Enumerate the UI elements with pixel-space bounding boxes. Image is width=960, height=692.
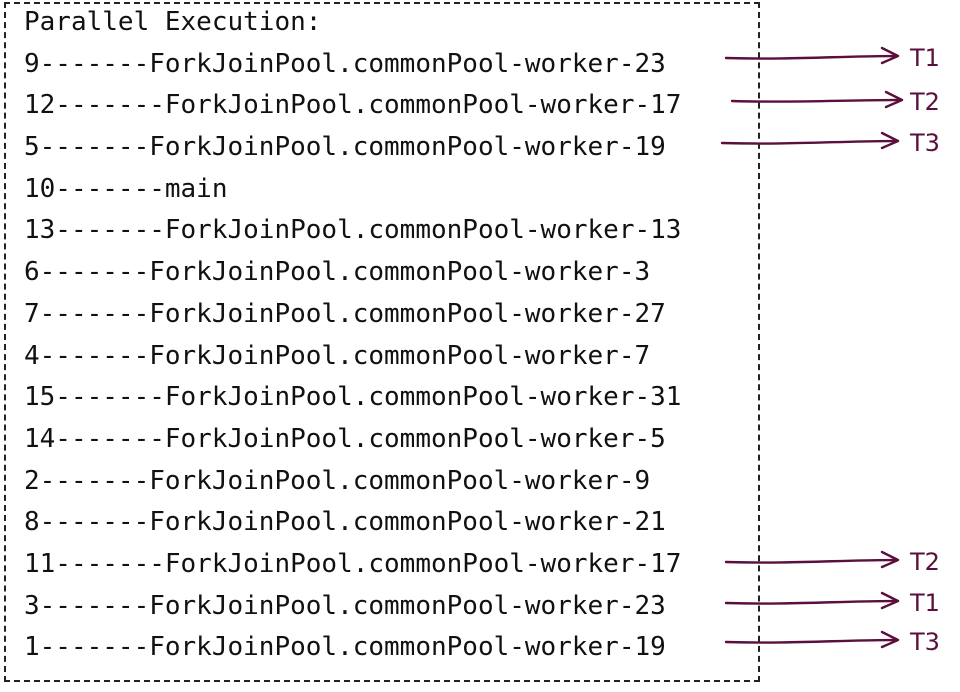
console-line: 7-------ForkJoinPool.commonPool-worker-2… [24,298,666,329]
thread-label: T1 [909,589,940,617]
console-line: 10-------main [24,173,228,204]
console-line: 15-------ForkJoinPool.commonPool-worker-… [24,382,682,413]
console-line: 5-------ForkJoinPool.commonPool-worker-1… [24,132,666,163]
arrow-head-icon [880,591,900,610]
console-line: 12-------ForkJoinPool.commonPool-worker-… [24,90,682,121]
console-line: 9-------ForkJoinPool.commonPool-worker-2… [24,48,666,79]
thread-label: T3 [909,628,940,656]
thread-label: T1 [909,44,940,72]
console-line: 13-------ForkJoinPool.commonPool-worker-… [24,215,682,246]
console-line: 11-------ForkJoinPool.commonPool-worker-… [24,548,682,579]
console-output-box [4,2,760,682]
arrow-head-icon [880,550,900,569]
console-line: 4-------ForkJoinPool.commonPool-worker-7 [24,340,651,371]
console-output: Parallel Execution: 9-------ForkJoinPool… [24,2,681,669]
thread-label: T3 [909,129,940,157]
console-line: 8-------ForkJoinPool.commonPool-worker-2… [24,507,666,538]
console-line: 3-------ForkJoinPool.commonPool-worker-2… [24,590,666,621]
thread-label: T2 [909,88,940,116]
thread-label: T2 [909,548,940,576]
console-header: Parallel Execution: [24,7,322,37]
thread-arrow: T2 [730,88,940,116]
arrow-head-icon [880,630,900,649]
console-line: 1-------ForkJoinPool.commonPool-worker-1… [24,632,666,663]
console-line: 14-------ForkJoinPool.commonPool-worker-… [24,423,666,454]
arrow-head-icon [880,46,900,65]
console-line: 6-------ForkJoinPool.commonPool-worker-3 [24,257,651,288]
console-line: 2-------ForkJoinPool.commonPool-worker-9 [24,465,651,496]
arrow-head-icon [884,90,904,109]
arrow-head-icon [880,131,900,150]
